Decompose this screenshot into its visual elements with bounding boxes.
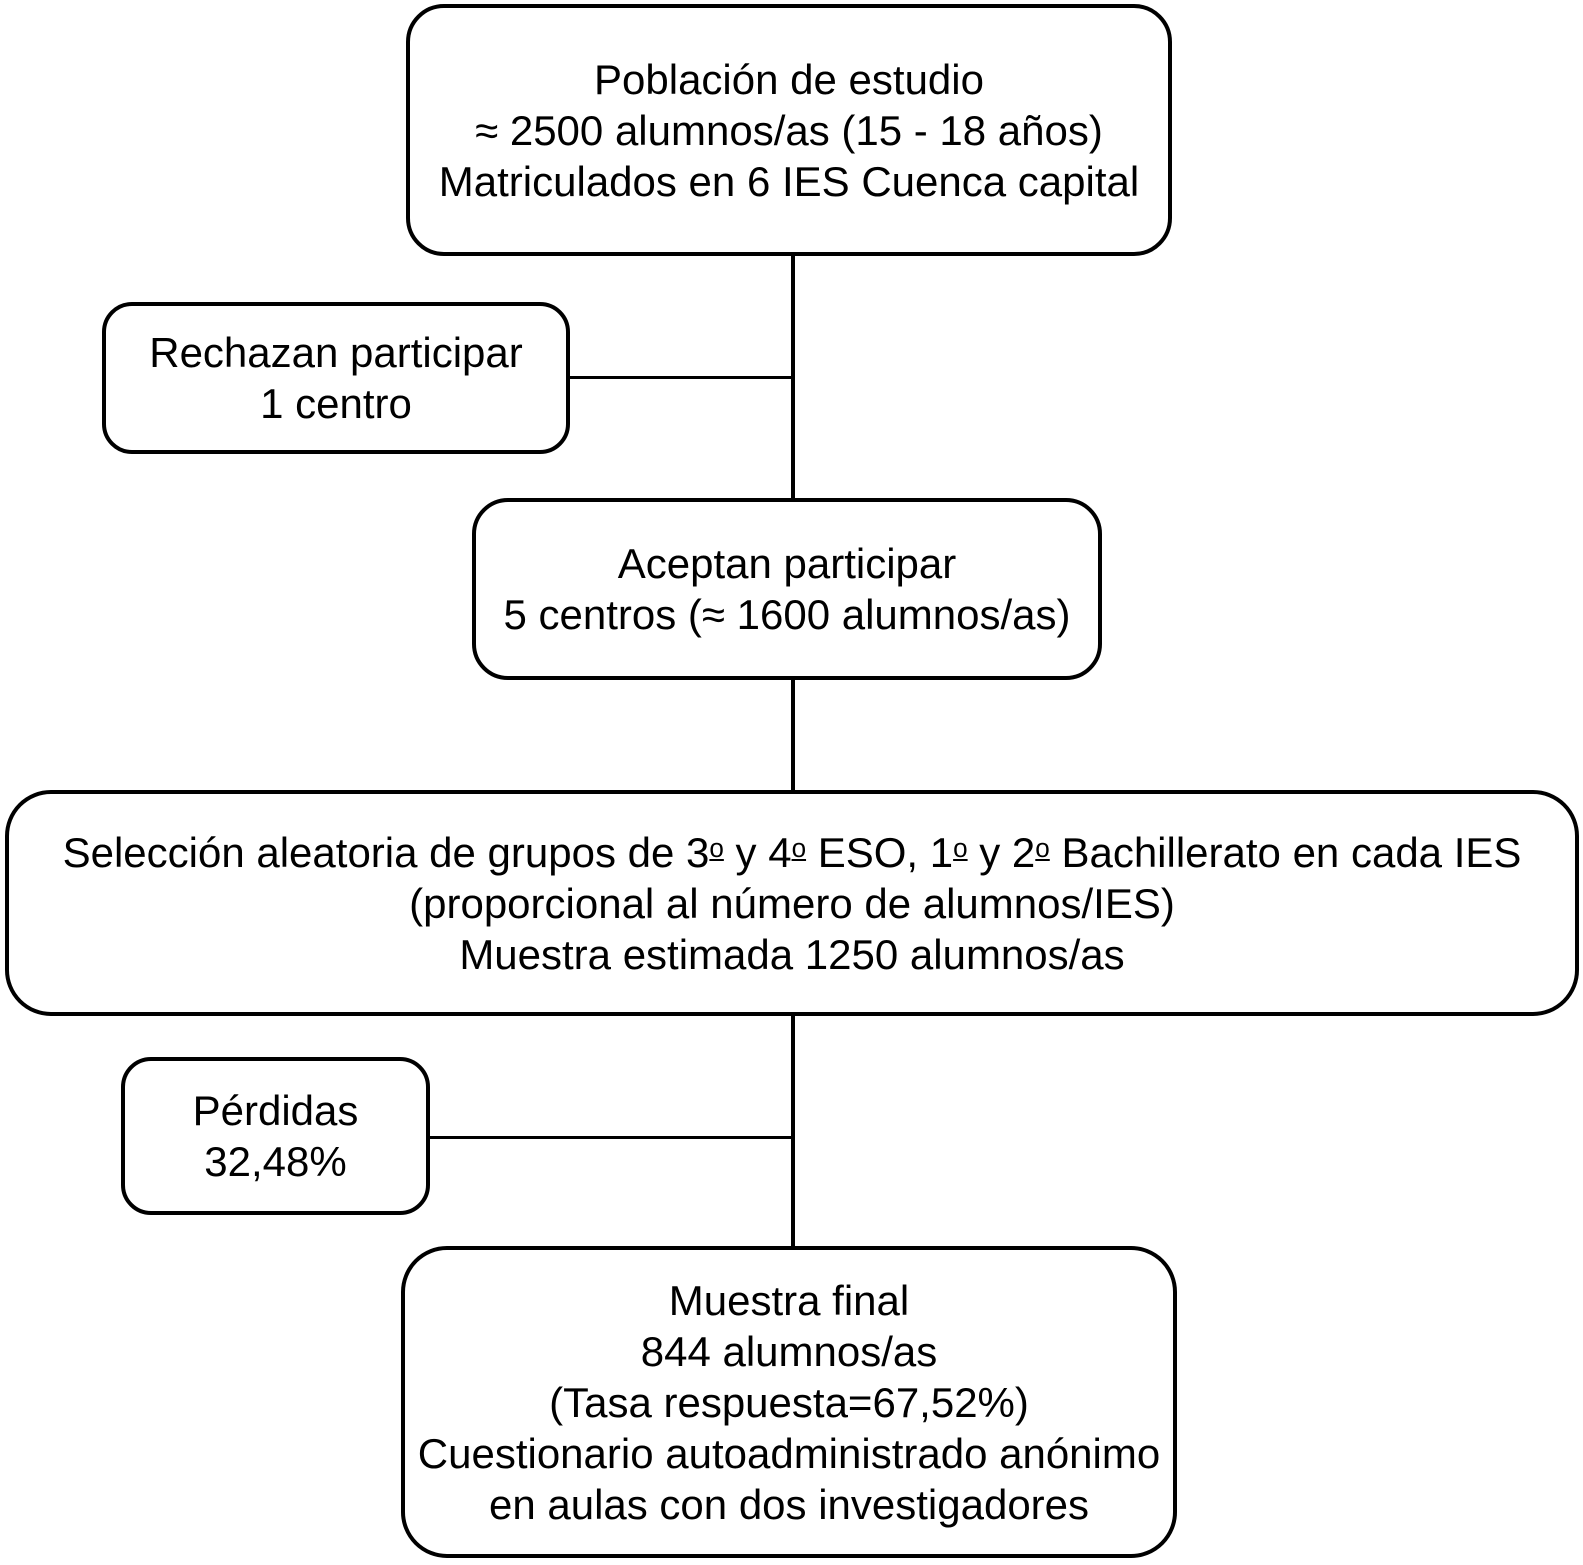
text-line: Muestra final — [668, 1276, 910, 1324]
text-line: Muestra estimada 1250 alumnos/as — [459, 930, 1125, 978]
refuse-participation-box: Rechazan participar 1 centro — [102, 302, 570, 454]
connector-rechazan-branch — [568, 376, 792, 379]
text-line: ≈ 2500 alumnos/as (15 - 18 años) — [475, 106, 1103, 154]
text-line: Pérdidas — [192, 1087, 359, 1134]
ordinal-indicator: o — [709, 832, 724, 863]
text-line: Selección aleatoria de grupos de 3o y 4o… — [63, 827, 1522, 878]
text-segment: Bachillerato en cada IES — [1049, 828, 1522, 876]
ordinal-indicator: o — [791, 832, 807, 863]
ordinal-indicator: o — [953, 832, 968, 863]
text-line: Cuestionario autoadministrado anónimo — [417, 1429, 1161, 1477]
connector-perdidas-branch — [428, 1136, 792, 1139]
losses-box: Pérdidas 32,48% — [121, 1057, 430, 1215]
random-selection-box: Selección aleatoria de grupos de 3o y 4o… — [5, 790, 1579, 1016]
connector-aceptan-seleccion — [791, 678, 795, 792]
text-line: (Tasa respuesta=67,52%) — [549, 1378, 1029, 1426]
text-line: 1 centro — [260, 380, 412, 427]
text-segment: ESO, 1 — [806, 828, 954, 876]
final-sample-box: Muestra final 844 alumnos/as (Tasa respu… — [401, 1246, 1177, 1558]
text-segment: y 2 — [967, 828, 1036, 876]
text-line: en aulas con dos investigadores — [488, 1480, 1090, 1528]
text-segment: Selección aleatoria de grupos de 3 — [62, 828, 710, 876]
text-line: 5 centros (≈ 1600 alumnos/as) — [503, 591, 1071, 638]
study-population-box: Población de estudio ≈ 2500 alumnos/as (… — [406, 4, 1172, 256]
text-segment: y 4 — [723, 828, 792, 876]
text-line: Matriculados en 6 IES Cuenca capital — [438, 157, 1140, 205]
text-line: Población de estudio — [594, 55, 984, 103]
connector-seleccion-final — [791, 1014, 795, 1248]
text-line: (proporcional al número de alumnos/IES) — [409, 879, 1175, 927]
connector-poblacion-aceptan — [791, 256, 795, 500]
text-line: 844 alumnos/as — [640, 1327, 938, 1375]
text-line: Rechazan participar — [149, 329, 523, 376]
text-line: 32,48% — [204, 1138, 347, 1185]
accept-participation-box: Aceptan participar 5 centros (≈ 1600 alu… — [472, 498, 1102, 680]
ordinal-indicator: o — [1035, 832, 1050, 863]
text-line: Aceptan participar — [617, 540, 957, 587]
